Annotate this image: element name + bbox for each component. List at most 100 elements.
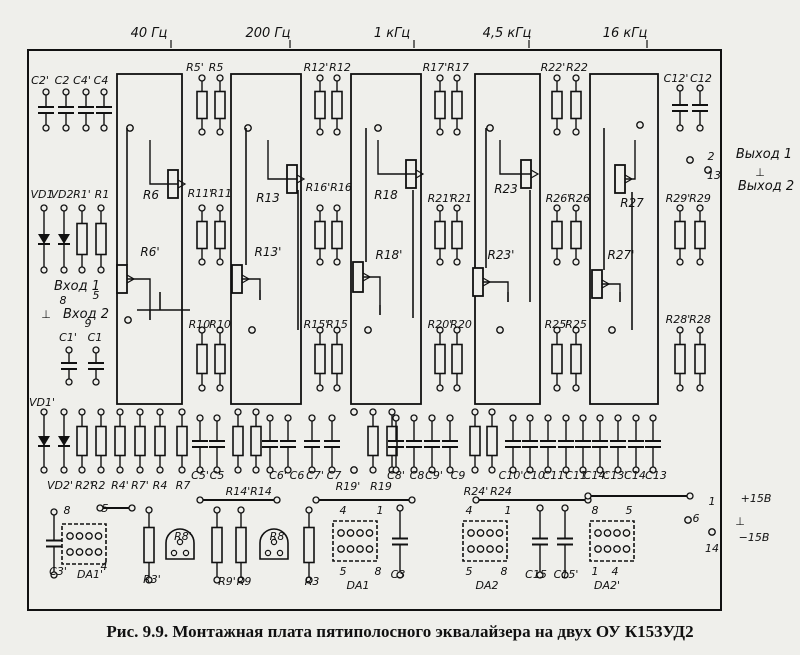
capacitor bbox=[592, 414, 608, 474]
capacitor bbox=[38, 88, 54, 132]
capacitor bbox=[522, 414, 538, 474]
component-label: R10' bbox=[189, 318, 214, 331]
capacitor bbox=[262, 414, 278, 474]
band-panel bbox=[589, 73, 659, 405]
component-label: C12' bbox=[664, 72, 689, 85]
capacitor bbox=[96, 88, 112, 132]
capacitor bbox=[78, 88, 94, 132]
capacitor bbox=[406, 414, 422, 474]
pot-label: R13 bbox=[256, 191, 280, 205]
trimmer bbox=[259, 528, 289, 560]
resistor bbox=[211, 506, 223, 584]
component-label: Вход 1 bbox=[54, 279, 100, 294]
component-label: 8 bbox=[592, 504, 599, 517]
pad bbox=[704, 166, 712, 174]
component-label: ⊥ bbox=[735, 515, 745, 528]
resistor bbox=[154, 408, 166, 474]
resistor bbox=[314, 204, 326, 266]
component-label: C10' bbox=[499, 469, 524, 482]
resistor bbox=[434, 74, 446, 136]
component-label: 9 bbox=[85, 317, 92, 330]
capacitor bbox=[88, 346, 104, 386]
component-label: R11 bbox=[210, 187, 232, 200]
component-label: R16 bbox=[330, 181, 352, 194]
component-label: 4 bbox=[466, 504, 473, 517]
component-label: R7' bbox=[131, 479, 149, 492]
resistor bbox=[451, 204, 463, 266]
pot-label: R13' bbox=[255, 245, 282, 259]
component-label: R25' bbox=[545, 318, 570, 331]
component-label: C8' bbox=[387, 469, 405, 482]
component-label: ⊥ bbox=[755, 166, 765, 179]
pot-label: R6' bbox=[140, 245, 159, 259]
resistor bbox=[570, 204, 582, 266]
potentiometer bbox=[591, 269, 621, 302]
component-label: R29' bbox=[666, 192, 691, 205]
resistor bbox=[570, 74, 582, 136]
resistor bbox=[486, 408, 498, 474]
component-label: C10 bbox=[523, 469, 545, 482]
capacitor bbox=[209, 414, 225, 474]
capacitor bbox=[628, 414, 644, 474]
potentiometer bbox=[377, 150, 425, 189]
capacitor bbox=[280, 414, 296, 474]
potentiometer bbox=[614, 150, 636, 194]
resistor bbox=[469, 408, 481, 474]
component-label: R17 bbox=[447, 61, 469, 74]
potentiometer bbox=[116, 264, 151, 320]
component-label: C6' bbox=[269, 469, 287, 482]
resistor bbox=[434, 326, 446, 392]
resistor bbox=[331, 204, 343, 266]
potentiometer bbox=[352, 261, 381, 315]
pot-label: R27' bbox=[608, 248, 635, 262]
component-label: C9' bbox=[425, 469, 443, 482]
resistor bbox=[134, 408, 146, 474]
component-label: 13 bbox=[707, 169, 721, 182]
resistor bbox=[551, 326, 563, 392]
pad bbox=[248, 326, 256, 334]
resistor bbox=[551, 204, 563, 266]
component-label: R28 bbox=[689, 313, 711, 326]
component-label: C12 bbox=[690, 72, 712, 85]
component-label: R1 bbox=[95, 188, 110, 201]
component-label: R24' bbox=[464, 485, 489, 498]
component-label: 8 bbox=[501, 565, 508, 578]
component-label: 4 bbox=[340, 504, 347, 517]
pad bbox=[608, 326, 616, 334]
component-label: C15' bbox=[554, 568, 579, 581]
pot-label: R27 bbox=[620, 196, 644, 210]
component-label: 2 bbox=[708, 150, 715, 163]
resistor bbox=[451, 326, 463, 392]
component-label: 4 bbox=[101, 560, 108, 573]
pad bbox=[708, 528, 716, 536]
component-label: R9' bbox=[218, 575, 236, 588]
component-label: R2' bbox=[75, 479, 93, 492]
component-label: 5 bbox=[93, 289, 100, 302]
component-label: R17' bbox=[423, 61, 448, 74]
component-label: 4 bbox=[612, 565, 619, 578]
jumper bbox=[196, 496, 281, 504]
capacitor bbox=[692, 84, 708, 132]
component-label: VD1 bbox=[31, 188, 54, 201]
resistor bbox=[314, 74, 326, 136]
component-label: R9 bbox=[237, 575, 252, 588]
component-label: C7' bbox=[306, 469, 324, 482]
component-label: C2 bbox=[55, 74, 70, 87]
component-label: C13' bbox=[603, 469, 628, 482]
component-label: R11' bbox=[188, 187, 213, 200]
component-label: C3 bbox=[391, 568, 406, 581]
jumper bbox=[96, 504, 136, 512]
resistor bbox=[570, 326, 582, 392]
pad bbox=[374, 124, 382, 132]
capacitor bbox=[558, 414, 574, 474]
component-label: R5 bbox=[209, 61, 224, 74]
pot-label: R18' bbox=[376, 248, 403, 262]
capacitor bbox=[192, 414, 208, 474]
component-label: C7 bbox=[327, 469, 342, 482]
capacitor bbox=[424, 414, 440, 474]
component-label: C8 bbox=[410, 469, 425, 482]
component-label: R4 bbox=[153, 479, 168, 492]
resistor bbox=[303, 506, 315, 584]
